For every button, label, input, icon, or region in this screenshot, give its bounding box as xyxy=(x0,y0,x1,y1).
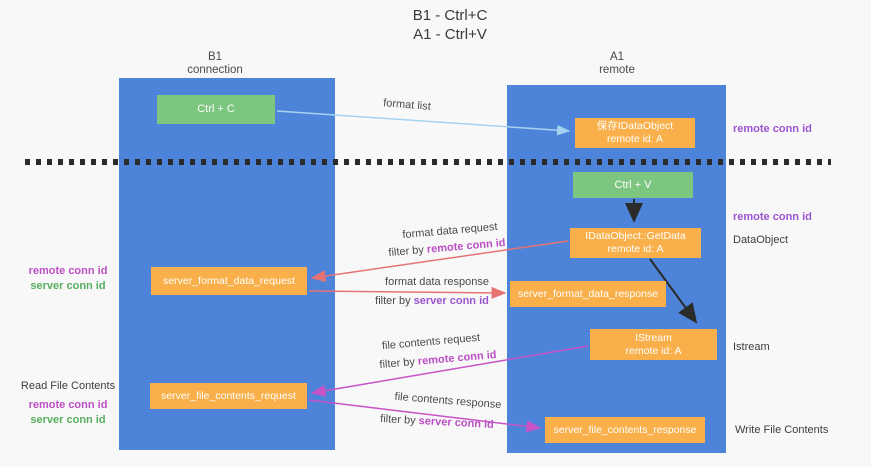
lifeline-b1-name: B1 xyxy=(207,51,223,63)
istream-node: IStream remote id: A xyxy=(590,329,717,360)
ctrl-v-label: Ctrl + V xyxy=(614,178,652,191)
read-file-contents-annotation: Read File Contents xyxy=(20,380,116,392)
remote-conn-id-annotation-left: remote conn id xyxy=(28,265,108,277)
filter-by-text: filter by xyxy=(379,355,419,372)
file-contents-response-label: file contents response xyxy=(394,390,502,412)
filter-by-text: filter by xyxy=(379,413,419,428)
lifeline-b1-role: connection xyxy=(187,64,243,76)
lifeline-header-a1: A1 remote xyxy=(599,51,635,77)
lifeline-a1-role: remote xyxy=(599,64,635,76)
format-data-response-label: format data response xyxy=(385,276,489,288)
phase-separator-dashed-line xyxy=(25,159,831,165)
format-data-response-filter-label: filter by server conn id xyxy=(375,295,489,307)
ctrl-c-node: Ctrl + C xyxy=(157,95,275,124)
remote-conn-id-annotation-1: remote conn id xyxy=(733,123,812,135)
remote-conn-id-text: remote conn id xyxy=(417,348,497,368)
save-idataobject-node: 保存IDataObject remote id: A xyxy=(575,118,695,148)
filter-by-text: filter by xyxy=(388,243,428,260)
istream-line1: IStream xyxy=(635,331,672,344)
diagram-title: B1 - Ctrl+C A1 - Ctrl+V xyxy=(413,6,488,44)
istream-annotation: Istream xyxy=(733,341,770,353)
file-contents-request-filter-label: filter by remote conn id xyxy=(379,349,497,371)
format-list-label: format list xyxy=(382,97,432,113)
server-conn-id-annotation-left-2: server conn id xyxy=(30,414,106,426)
getdata-line1: IDataObject::GetData xyxy=(585,230,686,242)
title-line-1: B1 - Ctrl+C xyxy=(412,7,488,24)
file-contents-response-filter-label: filter by server conn id xyxy=(380,413,494,431)
istream-line2: remote id: A xyxy=(625,344,682,357)
server-format-data-response-label: server_format_data_response xyxy=(517,287,659,300)
server-file-contents-response-label: server_file_contents_response xyxy=(553,423,697,436)
server-format-data-request-label: server_format_data_request xyxy=(163,274,295,287)
ctrl-c-label: Ctrl + C xyxy=(197,103,235,115)
save-idataobject-line1: 保存IDataObject xyxy=(596,120,674,132)
lifeline-header-b1: B1 connection xyxy=(187,51,243,77)
dataobject-annotation: DataObject xyxy=(733,234,789,246)
idataobject-getdata-node: IDataObject::GetData remote id: A xyxy=(570,228,701,258)
getdata-line2: remote id: A xyxy=(607,243,664,255)
remote-conn-id-text: remote conn id xyxy=(426,236,506,256)
arrow-format-data-response xyxy=(308,286,507,299)
read-file-contents-annotation-group: Read File Contents remote conn id server… xyxy=(18,379,118,428)
left-conn-id-annotation-group: remote conn id server conn id xyxy=(22,264,114,294)
remote-conn-id-annotation-2: remote conn id xyxy=(733,211,812,223)
file-contents-request-label: file contents request xyxy=(381,331,481,353)
title-line-2: A1 - Ctrl+V xyxy=(413,26,487,43)
server-format-data-response-node: server_format_data_response xyxy=(510,281,666,307)
save-idataobject-line2: remote id: A xyxy=(606,133,664,145)
ctrl-v-node: Ctrl + V xyxy=(573,172,693,198)
remote-conn-id-annotation-left-2: remote conn id xyxy=(28,399,108,411)
server-conn-id-text: server conn id xyxy=(413,295,489,307)
filter-by-text: filter by xyxy=(375,295,414,307)
server-conn-id-annotation-left: server conn id xyxy=(30,280,106,292)
server-format-data-request-node: server_format_data_request xyxy=(151,267,307,295)
server-file-contents-request-label: server_file_contents_request xyxy=(161,389,296,402)
write-file-contents-annotation: Write File Contents xyxy=(735,424,829,436)
lifeline-a1-name: A1 xyxy=(609,51,625,63)
server-file-contents-request-node: server_file_contents_request xyxy=(150,383,307,409)
server-file-contents-response-node: server_file_contents_response xyxy=(545,417,705,443)
server-conn-id-text: server conn id xyxy=(418,415,495,431)
